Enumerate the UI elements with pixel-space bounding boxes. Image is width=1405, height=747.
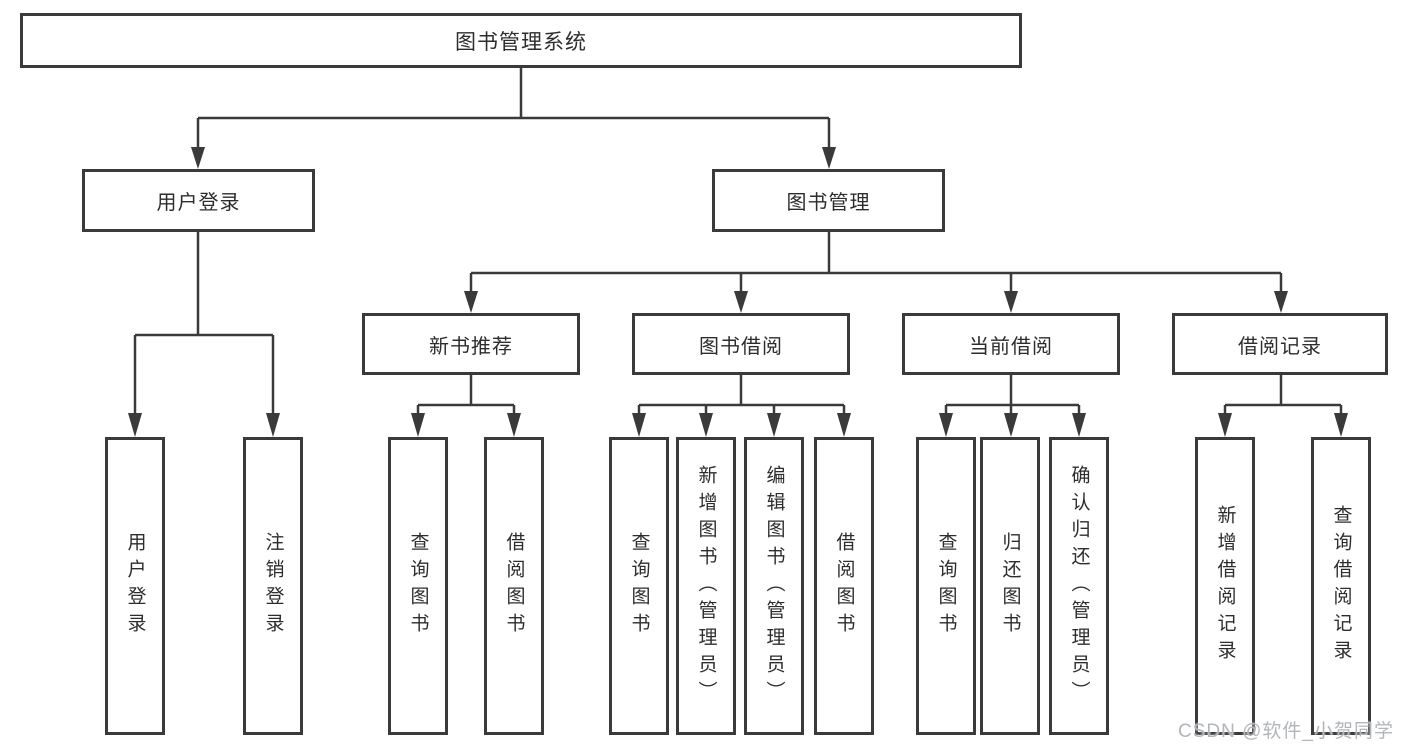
leaf-label: 查询图书 xyxy=(935,532,957,640)
leaf-label: 新增借阅记录 xyxy=(1214,505,1236,667)
leaf-user-login: 用户登录 xyxy=(105,437,165,735)
node-label: 图书管理 xyxy=(786,192,871,214)
node-label: 图书管理系统 xyxy=(455,30,587,54)
leaf-query-books-current: 查询图书 xyxy=(916,437,976,735)
leaf-logout: 注销登录 xyxy=(243,437,303,735)
node-user-login: 用户登录 xyxy=(82,169,315,232)
leaf-query-borrow-record: 查询借阅记录 xyxy=(1311,437,1371,735)
leaf-label: 查询图书 xyxy=(628,532,650,640)
node-root: 图书管理系统 xyxy=(20,13,1022,68)
leaf-label: 借阅图书 xyxy=(503,532,525,640)
leaf-borrow-books-recommend: 借阅图书 xyxy=(484,437,544,735)
leaf-label: 用户登录 xyxy=(124,532,146,640)
node-borrowing-records: 借阅记录 xyxy=(1172,313,1388,375)
tree-edges xyxy=(133,68,1343,414)
csdn-watermark: CSDN @软件_小贺同学 xyxy=(1178,721,1394,742)
node-label: 用户登录 xyxy=(156,192,241,214)
leaf-add-borrow-record: 新增借阅记录 xyxy=(1195,437,1255,735)
arrowheads xyxy=(128,147,1348,437)
node-book-borrowing: 图书借阅 xyxy=(632,313,850,375)
node-label: 当前借阅 xyxy=(969,335,1053,358)
leaf-label: 确认归还（管理员） xyxy=(1068,464,1090,708)
leaf-label: 注销登录 xyxy=(262,532,284,640)
leaf-return-books: 归还图书 xyxy=(980,437,1040,735)
leaf-label: 查询借阅记录 xyxy=(1330,505,1352,667)
leaf-label: 归还图书 xyxy=(999,532,1021,640)
leaf-label: 查询图书 xyxy=(407,532,429,640)
node-new-book-recommendation: 新书推荐 xyxy=(362,313,580,375)
leaf-label: 借阅图书 xyxy=(833,532,855,640)
leaf-add-books-admin: 新增图书（管理员） xyxy=(676,437,736,735)
node-label: 图书借阅 xyxy=(699,335,783,358)
node-label: 借阅记录 xyxy=(1238,335,1322,358)
leaf-query-books-recommend: 查询图书 xyxy=(388,437,448,735)
node-book-management: 图书管理 xyxy=(712,169,945,232)
leaf-label: 新增图书（管理员） xyxy=(695,464,717,708)
leaf-confirm-return-admin: 确认归还（管理员） xyxy=(1049,437,1109,735)
node-current-borrowing: 当前借阅 xyxy=(902,313,1120,375)
leaf-query-books-borrow: 查询图书 xyxy=(609,437,669,735)
node-label: 新书推荐 xyxy=(429,335,513,358)
leaf-edit-books-admin: 编辑图书（管理员） xyxy=(744,437,804,735)
leaf-label: 编辑图书（管理员） xyxy=(763,464,785,708)
leaf-borrow-books: 借阅图书 xyxy=(814,437,874,735)
